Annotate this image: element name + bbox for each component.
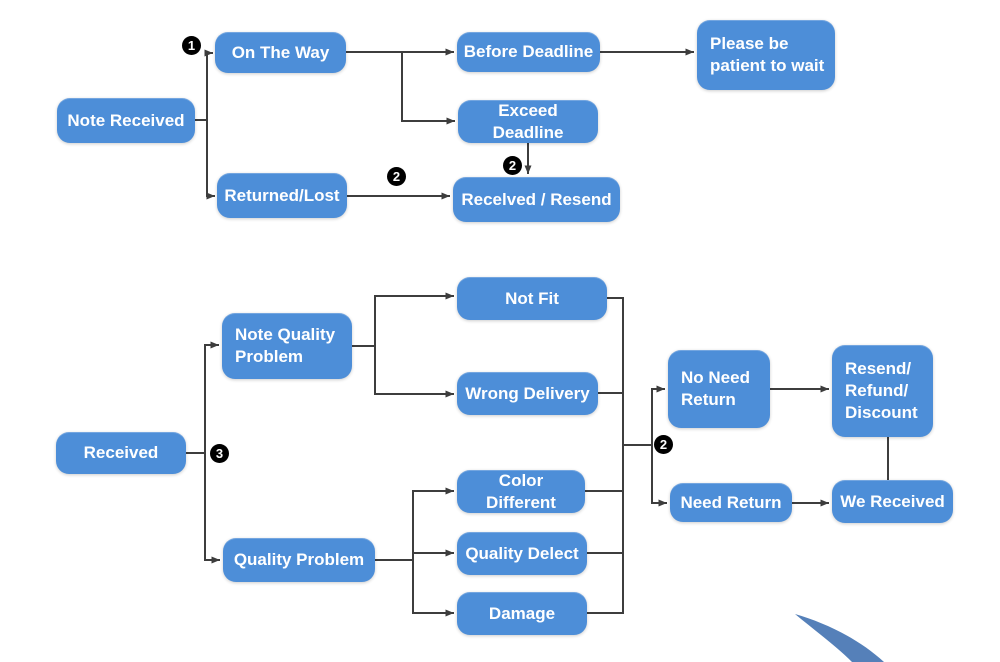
step-3-badge: 3 xyxy=(210,444,229,463)
node-damage: Damage xyxy=(457,592,587,635)
node-wrong-delivery: Wrong Delivery xyxy=(457,372,598,415)
node-color-different: Color Different xyxy=(457,470,585,513)
node-quality-problem: Quality Problem xyxy=(223,538,375,582)
node-resend-refund-discount: Resend/ Refund/ Discount xyxy=(832,345,933,437)
step-2-badge-exceed-deadline: 2 xyxy=(503,156,522,175)
node-need-return: Need Return xyxy=(670,483,792,522)
step-1-badge: 1 xyxy=(182,36,201,55)
node-received: Received xyxy=(56,432,186,474)
node-quality-delect: Quality Delect xyxy=(457,532,587,575)
step-2-badge-return-branch: 2 xyxy=(654,435,673,454)
node-on-the-way: On The Way xyxy=(215,32,346,73)
node-before-deadline: Before Deadline xyxy=(457,32,600,72)
node-exceed-deadline: Exceed Deadline xyxy=(458,100,598,143)
node-returned-lost: Returned/Lost xyxy=(217,173,347,218)
node-not-fit: Not Fit xyxy=(457,277,607,320)
node-we-received: We Received xyxy=(832,480,953,523)
step-2-badge-returned-lost: 2 xyxy=(387,167,406,186)
node-please-be-patient: Please be patient to wait xyxy=(697,20,835,90)
node-no-need-return: No Need Return xyxy=(668,350,770,428)
node-received-resend: Recelved / Resend xyxy=(453,177,620,222)
node-note-received: Note Received xyxy=(57,98,195,143)
node-note-quality-problem: Note Quality Problem xyxy=(222,313,352,379)
